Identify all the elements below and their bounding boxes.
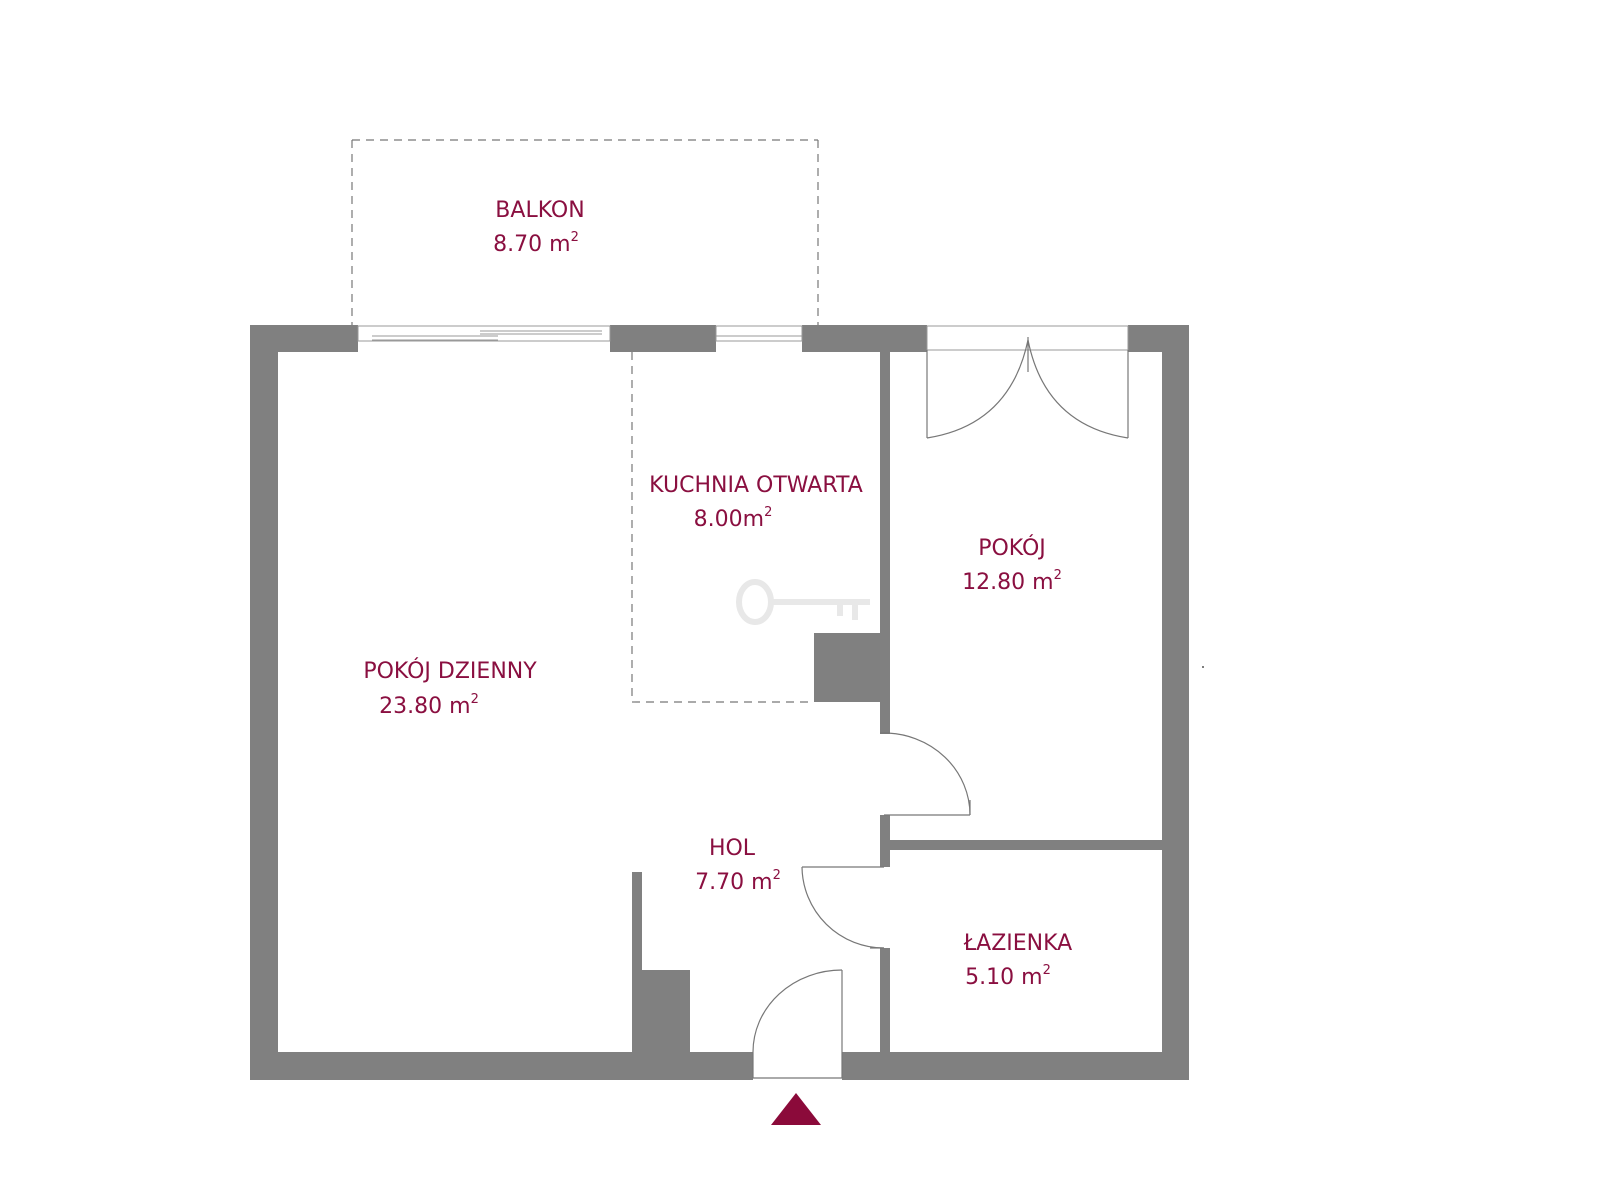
room-name: KUCHNIA OTWARTA bbox=[649, 473, 863, 498]
kitchen-window bbox=[715, 325, 803, 342]
balcony-outline bbox=[351, 139, 819, 325]
room-area: 8.00m2 bbox=[694, 505, 773, 532]
entrance-triangle-icon bbox=[771, 1093, 821, 1125]
entrance-door bbox=[752, 969, 843, 1079]
label-balcony: BALKON 8.70 m2 bbox=[493, 198, 585, 257]
key-icon bbox=[736, 579, 870, 625]
room-name: POKÓJ bbox=[978, 535, 1046, 561]
label-hall: HOL 7.70 m2 bbox=[695, 836, 781, 895]
label-kitchen: KUCHNIA OTWARTA 8.00m2 bbox=[649, 473, 863, 532]
room-door bbox=[880, 732, 971, 816]
walls bbox=[250, 325, 1189, 1080]
living-window bbox=[357, 325, 611, 342]
room-name: BALKON bbox=[495, 198, 584, 223]
label-bathroom: ŁAZIENKA 5.10 m2 bbox=[963, 931, 1072, 990]
kitchen-outline bbox=[631, 352, 814, 703]
bathroom-door bbox=[801, 866, 885, 949]
room-name: POKÓJ DZIENNY bbox=[363, 658, 537, 684]
room-area: 5.10 m2 bbox=[965, 963, 1051, 990]
stray-dot bbox=[1202, 666, 1204, 668]
room-area: 8.70 m2 bbox=[493, 230, 579, 257]
room-name: HOL bbox=[709, 836, 756, 861]
label-living: POKÓJ DZIENNY 23.80 m2 bbox=[363, 658, 537, 719]
room-double-window bbox=[926, 337, 1129, 439]
windows bbox=[357, 325, 1129, 351]
doors bbox=[752, 337, 1129, 1079]
room-area: 7.70 m2 bbox=[695, 868, 781, 895]
room-area: 12.80 m2 bbox=[962, 568, 1062, 595]
label-room: POKÓJ 12.80 m2 bbox=[962, 535, 1062, 595]
room-name: ŁAZIENKA bbox=[963, 931, 1072, 956]
room-area: 23.80 m2 bbox=[379, 692, 479, 719]
